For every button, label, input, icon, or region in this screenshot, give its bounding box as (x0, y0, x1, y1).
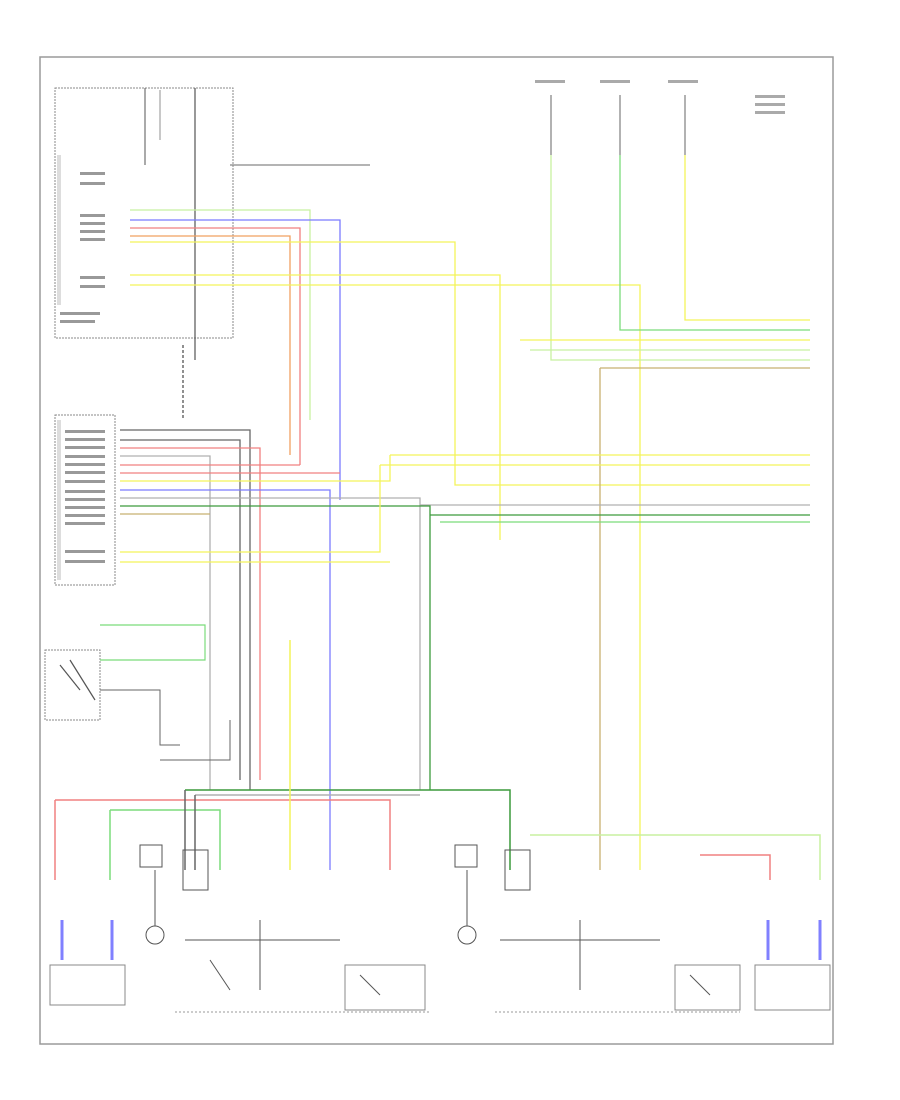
left-front-seat-motor (457, 870, 831, 1011)
sr-control-switch-unit (54, 414, 116, 586)
switch-connectors-right (454, 844, 741, 1011)
wires-middle (120, 345, 431, 870)
motor-icon (145, 925, 165, 945)
control-unit-box (54, 87, 234, 339)
sr-control-unit (54, 87, 234, 360)
motor-icon-2 (457, 925, 477, 945)
fuse-block-right (535, 80, 785, 155)
lower-harness (54, 640, 821, 880)
right-front-seat-motor (49, 870, 165, 1006)
switch-unit-box (54, 414, 116, 586)
diagram-frame (39, 56, 834, 1045)
switch-connectors-left (139, 844, 426, 1011)
seat-track-switch (44, 624, 231, 761)
wires-top (130, 164, 810, 870)
wires-right (380, 155, 810, 870)
